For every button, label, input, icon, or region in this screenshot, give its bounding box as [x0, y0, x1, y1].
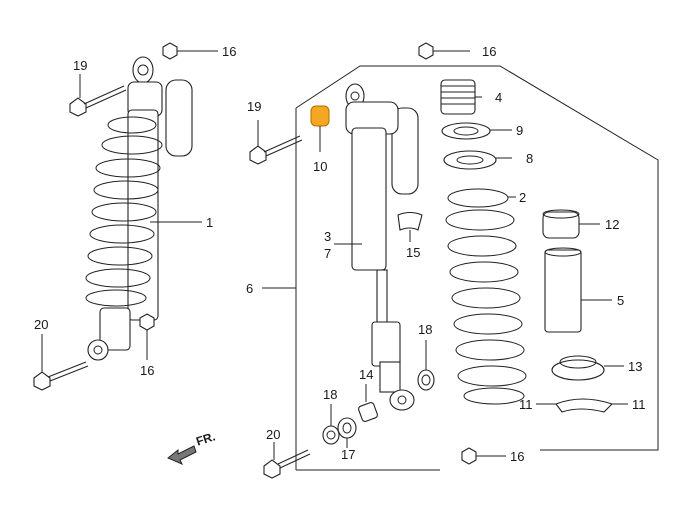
- callout-2: 2: [519, 190, 527, 205]
- callout-18-left: 18: [323, 387, 338, 402]
- front-direction-arrow-icon: [167, 445, 197, 465]
- bolt-20-kit: [263, 442, 311, 479]
- rear-shock-assembly-1: [85, 56, 193, 361]
- spring-adjuster-4: [440, 79, 482, 115]
- callout-16-kit-top: 16: [482, 44, 497, 59]
- nut-16-kit-top: [418, 42, 470, 60]
- nut-16-left-top: [162, 42, 218, 60]
- bolt-19-kit: [249, 120, 303, 165]
- bolt-20-left: [33, 334, 89, 391]
- spring-2: [445, 188, 527, 405]
- callout-9: 9: [516, 123, 524, 138]
- dust-seal-18-right: [417, 340, 435, 391]
- callout-11-left: 11: [519, 397, 533, 412]
- callout-12: 12: [605, 217, 620, 232]
- spring-guide-5: [544, 247, 612, 333]
- bushing-10-highlighted: [310, 105, 330, 152]
- callout-20-left: 20: [34, 317, 49, 332]
- callout-15: 15: [406, 245, 421, 260]
- callout-6: 6: [246, 281, 254, 296]
- spring-seat-13: [551, 355, 624, 381]
- callout-20-kit: 20: [266, 427, 281, 442]
- callout-18-right: 18: [418, 322, 433, 337]
- callout-19-left: 19: [73, 58, 88, 73]
- stopper-11: [536, 398, 628, 413]
- spring-seat-stopper-15: [397, 211, 423, 242]
- bolt-19-left: [69, 85, 127, 117]
- callout-13: 13: [628, 359, 643, 374]
- damper-unit: [345, 83, 419, 411]
- stopper-rubber-12: [542, 209, 600, 239]
- collar-14: [358, 384, 378, 422]
- lock-nut-9: [441, 122, 512, 140]
- callout-14: 14: [359, 367, 374, 382]
- nut-16-left-bottom: [139, 313, 155, 360]
- callout-5: 5: [617, 293, 625, 308]
- callout-8: 8: [526, 151, 534, 166]
- callout-16-left-bottom: 16: [140, 363, 155, 378]
- callout-7: 7: [324, 246, 332, 261]
- callout-16-kit-bottom: 16: [510, 449, 525, 464]
- callout-4: 4: [495, 90, 503, 105]
- adjust-nut-8: [443, 150, 512, 170]
- dust-seal-18-left: [322, 404, 340, 445]
- callout-16-left-top: 16: [222, 44, 237, 59]
- callout-10: 10: [313, 159, 328, 174]
- nut-16-kit-bottom: [461, 447, 506, 465]
- callout-1: 1: [206, 215, 214, 230]
- callout-17: 17: [341, 447, 356, 462]
- callout-11-right: 11: [632, 397, 646, 412]
- callout-19-kit: 19: [247, 99, 262, 114]
- bushing-17: [337, 417, 357, 448]
- kit-frame-6: [262, 65, 659, 471]
- callout-3: 3: [324, 229, 332, 244]
